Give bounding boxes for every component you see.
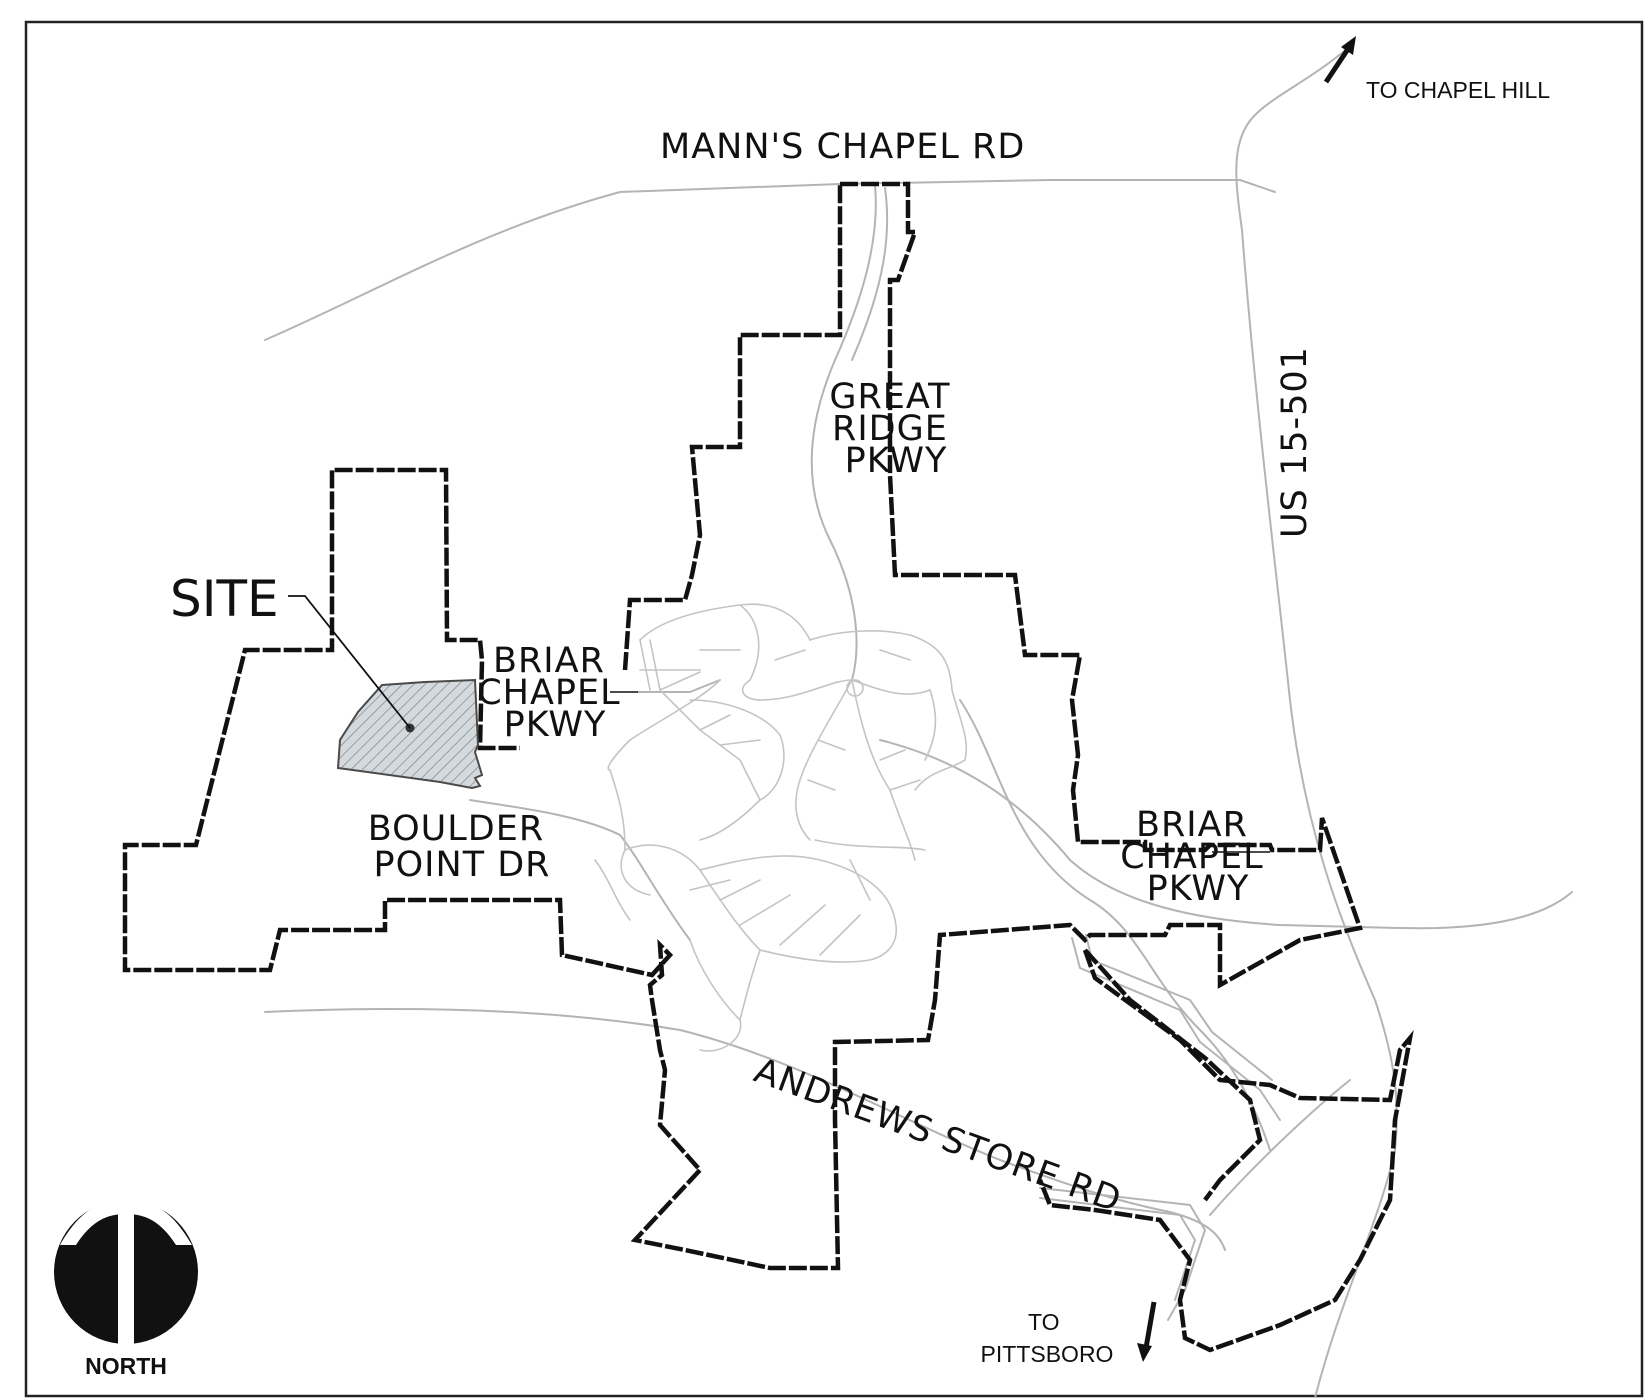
to-pittsboro-arrow-icon [1143, 1301, 1157, 1349]
development-boundary-south-edge [1083, 948, 1263, 1202]
to-pittsboro-arrowhead-icon [1137, 1343, 1152, 1362]
site-label: SITE [170, 570, 279, 628]
briar-chapel-parkway-west-label: BRIAR CHAPEL PKWY [477, 641, 633, 745]
great-ridge-parkway-label: GREAT RIDGE PKWY [829, 377, 962, 481]
north-label: NORTH [85, 1353, 167, 1379]
map-frame [24, 20, 1644, 1398]
to-chapel-hill-label: TO CHAPEL HILL [1366, 77, 1550, 103]
briar-chapel-parkway-east-line [879, 739, 1573, 930]
briar-chapel-parkway-east-label: BRIAR CHAPEL PKWY [1120, 805, 1276, 909]
development-boundary [122, 181, 1363, 1271]
to-pittsboro-label: TO PITTSBORO [981, 1309, 1114, 1367]
great-ridge-parkway-line [810, 184, 877, 681]
subdivision-streets [594, 603, 968, 1052]
manns-chapel-road-label: MANN'S CHAPEL RD [660, 127, 1025, 167]
us-15-501-road-line [1235, 47, 1398, 1398]
great-ridge-parkway-line-2 [851, 187, 889, 361]
road-network [264, 47, 1573, 1398]
manns-chapel-road-line [264, 179, 1276, 341]
north-arrow-icon [54, 1198, 198, 1344]
to-chapel-hill-arrow-icon [1323, 44, 1353, 84]
site-parcel [336, 678, 484, 790]
andrews-store-road-east [1209, 1079, 1351, 1216]
andrews-store-road-label: ANDREWS STORE RD [749, 1051, 1127, 1221]
corridor-line-b [1085, 934, 1273, 1081]
development-boundary-inner [622, 184, 843, 671]
site-leader-line [288, 595, 411, 729]
corridor-line-a [1071, 937, 1281, 1121]
to-chapel-hill-arrowhead-icon [1341, 36, 1356, 55]
briar-chapel-parkway-west-line [637, 679, 721, 693]
andrews-store-road-line [264, 1008, 1226, 1251]
us-15-501-label: US 15-501 [1275, 346, 1315, 538]
boulder-point-drive-line [469, 799, 691, 941]
andrews-store-double-b [1039, 1197, 1196, 1301]
development-boundary-se [1037, 949, 1414, 1353]
boulder-point-drive-label: BOULDER POINT DR [368, 809, 557, 885]
